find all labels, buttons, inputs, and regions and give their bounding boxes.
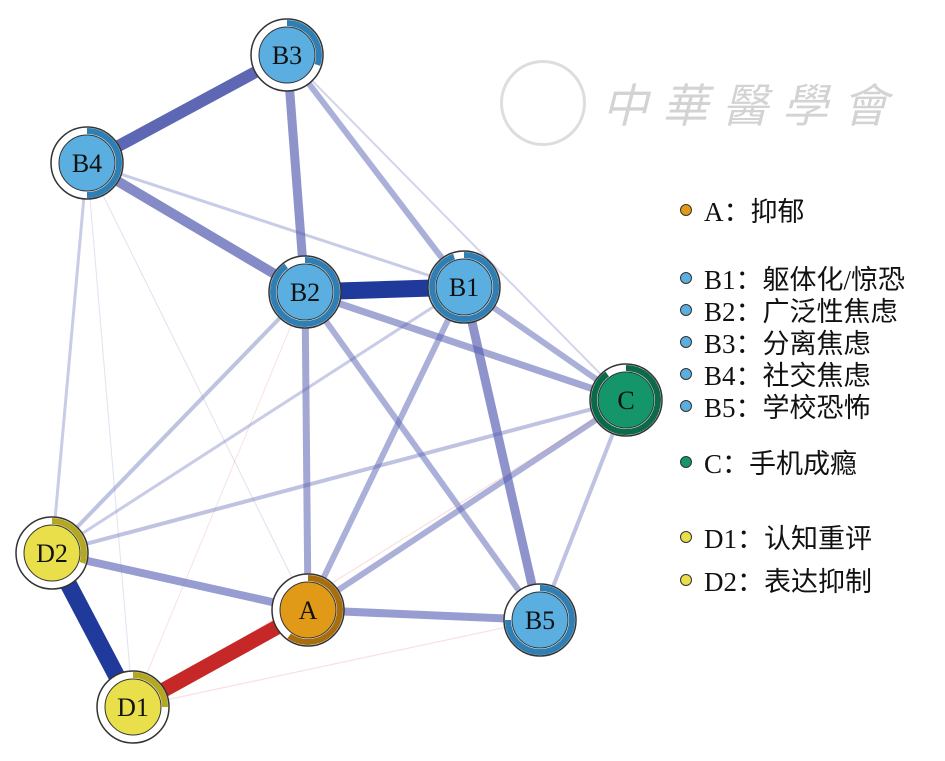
legend-dot <box>680 573 692 586</box>
legend-label: B3：分离焦虑 <box>704 329 871 359</box>
legend-dot <box>680 271 692 284</box>
edge-B2-A <box>301 291 312 611</box>
predictability-arc <box>270 257 340 327</box>
edge-B2-C <box>303 288 628 404</box>
edge-B2-D2 <box>50 290 307 555</box>
predictability-arc <box>287 575 343 645</box>
legend-dot <box>680 530 692 543</box>
node-label: D1 <box>117 693 149 722</box>
predictability-arc <box>132 672 168 708</box>
edge-D2-A <box>51 549 309 614</box>
legend-item-D2: D2：表达抑制 <box>680 560 872 599</box>
edge-C-A <box>306 397 628 613</box>
legend-label: D2：表达抑制 <box>704 567 872 597</box>
edge-B3-B2 <box>282 54 310 293</box>
node-label: A <box>299 596 318 625</box>
edge-B4-D1 <box>86 162 134 708</box>
legend-dot <box>680 367 692 380</box>
node-label: D2 <box>36 539 68 568</box>
node-B3: B3 <box>250 18 324 92</box>
edge-B4-D2 <box>50 162 89 554</box>
node-B1: B1 <box>427 250 501 324</box>
node-label: C <box>617 386 634 415</box>
legend-label: A：抑郁 <box>704 197 805 227</box>
edge-B2-B5 <box>302 290 543 622</box>
legend-dot <box>680 335 692 348</box>
node-D1: D1 <box>96 670 170 744</box>
watermark-text: 中華醫學會 <box>602 81 902 132</box>
legend-item-B2: B2：广泛性焦虑 <box>680 290 898 329</box>
legend-item-B1: B1：躯体化/惊恐 <box>680 258 905 297</box>
legend-item-B5: B5：学校恐怖 <box>680 386 871 425</box>
predictability-arc <box>51 518 87 564</box>
node-label: B4 <box>72 149 102 178</box>
legend-item-C: C：手机成瘾 <box>680 442 857 481</box>
predictability-arc <box>86 128 122 198</box>
predictability-arc <box>286 20 322 66</box>
node-B5: B5 <box>503 583 577 657</box>
edge-D1-B5 <box>132 619 541 708</box>
node-B2: B2 <box>268 255 342 329</box>
legend-label: B2：广泛性焦虑 <box>704 297 898 327</box>
edge-B1-A <box>305 285 467 612</box>
node-label: B2 <box>290 278 320 307</box>
predictability-arc <box>591 365 661 435</box>
node-B4: B4 <box>50 126 124 200</box>
node-label: B1 <box>449 273 479 302</box>
node-A: A <box>271 573 345 647</box>
edge-B3-B4 <box>84 49 290 169</box>
legend-label: B5：学校恐怖 <box>704 393 871 423</box>
legend-dot <box>680 203 692 216</box>
legend-label: B1：躯体化/惊恐 <box>704 265 906 295</box>
legend-label: D1：认知重评 <box>704 524 872 554</box>
node-D2: D2 <box>15 516 89 590</box>
seal-icon <box>500 60 586 146</box>
legend-item-A: A：抑郁 <box>680 190 805 229</box>
legend-item-B3: B3：分离焦虑 <box>680 322 871 361</box>
legend-dot <box>680 399 692 412</box>
edge-C-B5 <box>538 399 628 621</box>
edge-A-B5 <box>307 606 541 624</box>
edge-B4-B2 <box>84 158 308 297</box>
node-C: C <box>589 363 663 437</box>
legend-item-B4: B4：社交焦虑 <box>680 354 871 393</box>
edge-C-D2 <box>51 398 627 555</box>
edge-B4-A <box>86 162 309 611</box>
predictability-arc <box>505 585 575 655</box>
watermark-logo: 中華醫學會 <box>500 60 902 146</box>
edge-B4-B1 <box>86 161 465 289</box>
predictability-arc <box>429 252 500 322</box>
edge-B2-D1 <box>132 291 306 708</box>
node-label: B5 <box>525 606 555 635</box>
edge-B3-B1 <box>284 53 467 289</box>
edge-B1-B5 <box>459 285 545 622</box>
legend-label: B4：社交焦虑 <box>704 361 871 391</box>
edge-B1-D2 <box>51 285 465 555</box>
legend-label: C：手机成瘾 <box>704 449 858 479</box>
legend-dot <box>680 303 692 316</box>
legend-dot <box>680 455 692 468</box>
legend-item-D1: D1：认知重评 <box>680 517 872 556</box>
edge-B3-C <box>286 54 627 401</box>
node-label: B3 <box>272 41 302 70</box>
